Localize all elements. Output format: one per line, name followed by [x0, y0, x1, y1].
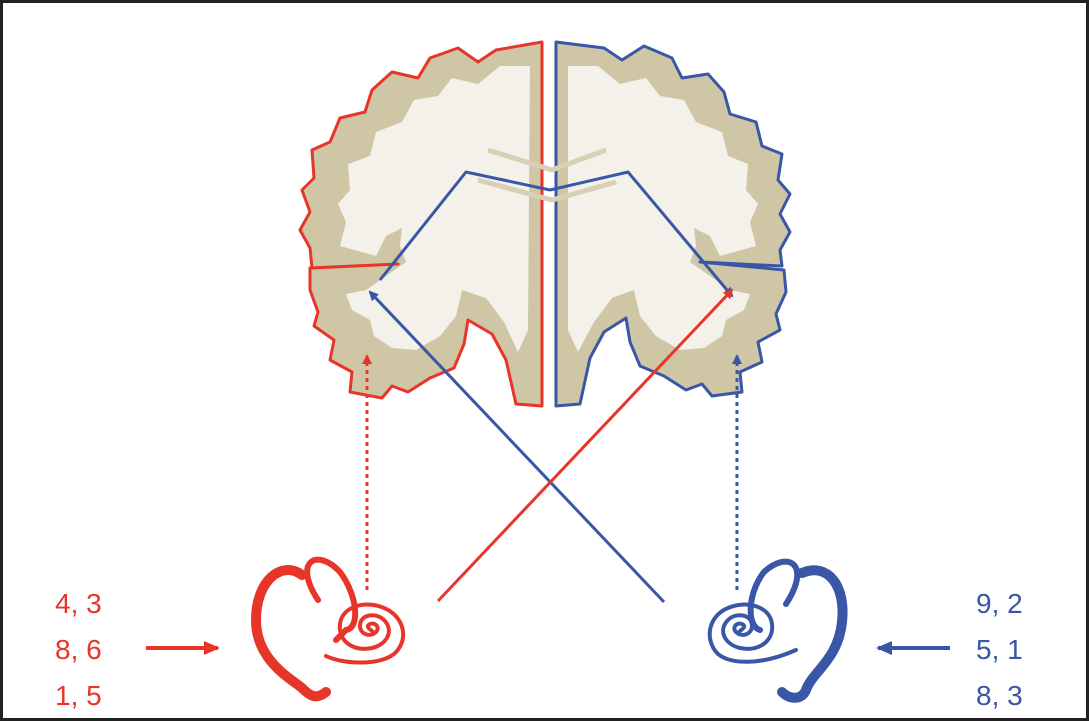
left-digit-pair: 8, 6 [55, 634, 102, 665]
left-digit-list: 4, 3 8, 6 1, 5 [55, 588, 102, 711]
left-hemisphere [300, 42, 542, 406]
right-digit-pair: 9, 2 [976, 588, 1023, 619]
right-digit-pair: 8, 3 [976, 680, 1023, 711]
brain-coronal-section-icon [300, 42, 790, 406]
right-digit-pair: 5, 1 [976, 634, 1023, 665]
right-digit-list: 9, 2 5, 1 8, 3 [976, 588, 1023, 711]
left-digit-pair: 4, 3 [55, 588, 102, 619]
left-ear-icon [256, 560, 403, 697]
right-ear-icon [710, 562, 843, 698]
left-digit-pair: 1, 5 [55, 680, 102, 711]
dichotic-listening-diagram: 4, 3 8, 6 1, 5 9, 2 5, 1 8, 3 [3, 3, 1086, 718]
